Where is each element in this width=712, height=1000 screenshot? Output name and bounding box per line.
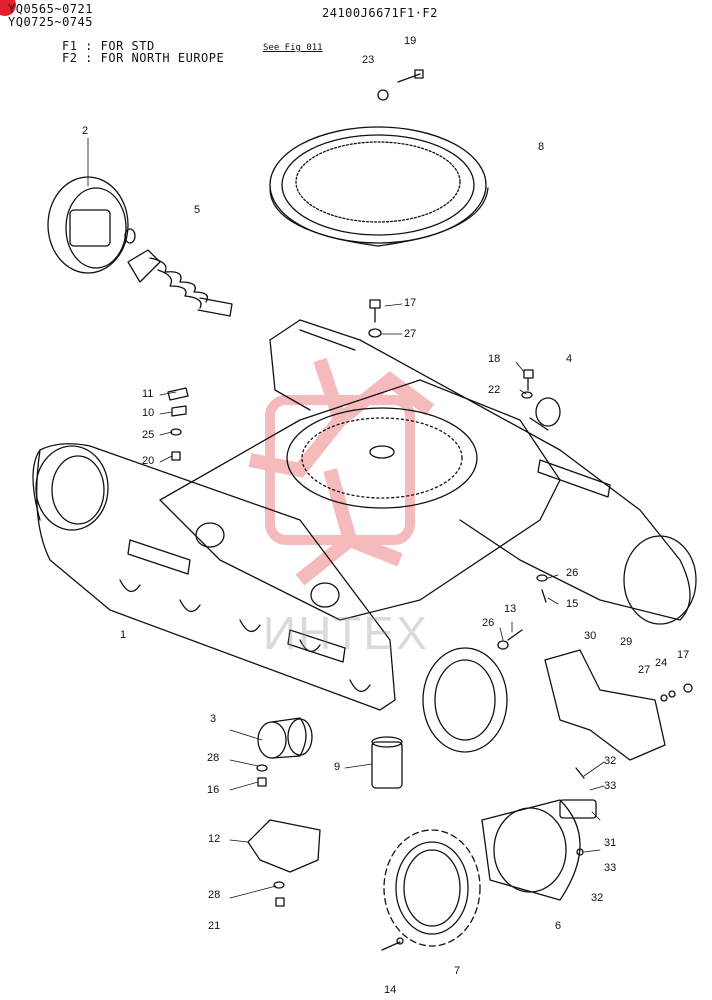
callout-18: 18 bbox=[488, 353, 501, 365]
callout-29: 29 bbox=[620, 636, 633, 648]
bolt-21 bbox=[275, 897, 285, 907]
callout-9: 9 bbox=[334, 761, 341, 773]
callout-2: 2 bbox=[82, 125, 89, 137]
travel-motor bbox=[481, 799, 597, 901]
callout-23: 23 bbox=[362, 54, 375, 66]
roller-guard bbox=[247, 819, 321, 873]
callout-31: 31 bbox=[604, 837, 617, 849]
recoil-spring bbox=[127, 249, 233, 317]
fitting-33 bbox=[576, 848, 584, 856]
callout-13: 13 bbox=[504, 603, 517, 615]
callout-14: 14 bbox=[384, 984, 397, 996]
drawing-code: 24100J6671F1·F2 bbox=[322, 6, 438, 20]
callout-25: 25 bbox=[142, 429, 155, 441]
callout-20: 20 bbox=[142, 455, 155, 467]
washer-22 bbox=[521, 391, 533, 399]
callout-32b: 32 bbox=[591, 892, 604, 904]
washer-27 bbox=[368, 328, 382, 338]
callout-1: 1 bbox=[120, 629, 127, 641]
callout-16: 16 bbox=[207, 784, 220, 796]
watermark-text: ИНТЕХ bbox=[263, 607, 429, 659]
bolt-15 bbox=[541, 589, 547, 603]
bolt-19 bbox=[397, 69, 424, 83]
idler-wheel bbox=[47, 176, 136, 274]
callout-28b: 28 bbox=[208, 889, 221, 901]
corner-marker bbox=[0, 0, 16, 16]
lower-roller bbox=[257, 717, 313, 759]
fitting-32 bbox=[575, 767, 585, 779]
callout-6: 6 bbox=[555, 920, 562, 932]
callout-32: 32 bbox=[604, 755, 617, 767]
callout-8: 8 bbox=[538, 141, 545, 153]
callout-24: 24 bbox=[655, 657, 668, 669]
serial-range-1: YQ0565~0721 bbox=[8, 2, 93, 16]
washer-26 bbox=[536, 574, 548, 582]
callout-28: 28 bbox=[207, 752, 220, 764]
callout-21: 21 bbox=[208, 920, 221, 932]
callout-10: 10 bbox=[142, 407, 155, 419]
bolt-18 bbox=[523, 369, 534, 391]
washer-26b bbox=[497, 640, 509, 650]
callout-11: 11 bbox=[142, 388, 154, 400]
footnote-f1: F1 : FOR STD bbox=[62, 39, 155, 53]
nut-23 bbox=[377, 89, 389, 101]
callout-30: 30 bbox=[584, 630, 597, 642]
callout-3: 3 bbox=[210, 713, 217, 725]
upper-roller-4 bbox=[529, 397, 561, 431]
callout-19: 19 bbox=[404, 35, 417, 47]
callout-27: 27 bbox=[404, 328, 417, 340]
bolt-14 bbox=[381, 937, 404, 951]
bolt-13 bbox=[507, 629, 523, 641]
upper-roller-mid bbox=[310, 582, 340, 608]
serial-range-2: YQ0725~0745 bbox=[8, 15, 93, 29]
plate-11 bbox=[167, 387, 189, 401]
drive-sprocket bbox=[383, 829, 481, 947]
callout-4: 4 bbox=[566, 353, 573, 365]
callout-17b: 17 bbox=[677, 649, 690, 661]
leader-lines bbox=[87, 137, 605, 899]
washer-28b bbox=[273, 881, 285, 889]
callout-7: 7 bbox=[454, 965, 461, 977]
callout-26: 26 bbox=[566, 567, 579, 579]
motor-cover bbox=[544, 649, 693, 761]
callout-17: 17 bbox=[404, 297, 417, 309]
plate-10 bbox=[171, 405, 187, 417]
see-fig-reference: See Fig 011 bbox=[263, 43, 323, 53]
swing-bearing-ring bbox=[269, 126, 489, 247]
washer-28 bbox=[256, 764, 268, 772]
callout-27b: 27 bbox=[638, 664, 651, 676]
bolt-20 bbox=[171, 451, 181, 461]
callout-26b: 26 bbox=[482, 617, 495, 629]
bolt-16 bbox=[257, 777, 267, 787]
callout-33b: 33 bbox=[604, 862, 617, 874]
callout-15: 15 bbox=[566, 598, 579, 610]
callout-33: 33 bbox=[604, 780, 617, 792]
center-joint bbox=[371, 736, 403, 789]
watermark-logo bbox=[248, 357, 435, 586]
upper-roller-left bbox=[195, 522, 225, 548]
callout-22: 22 bbox=[488, 384, 501, 396]
footnote-f2: F2 : FOR NORTH EUROPE bbox=[62, 51, 225, 65]
callout-5: 5 bbox=[194, 204, 201, 216]
track-frame bbox=[32, 319, 697, 753]
washer-25 bbox=[170, 428, 182, 436]
callout-12: 12 bbox=[208, 833, 221, 845]
bolt-17 bbox=[369, 299, 381, 323]
